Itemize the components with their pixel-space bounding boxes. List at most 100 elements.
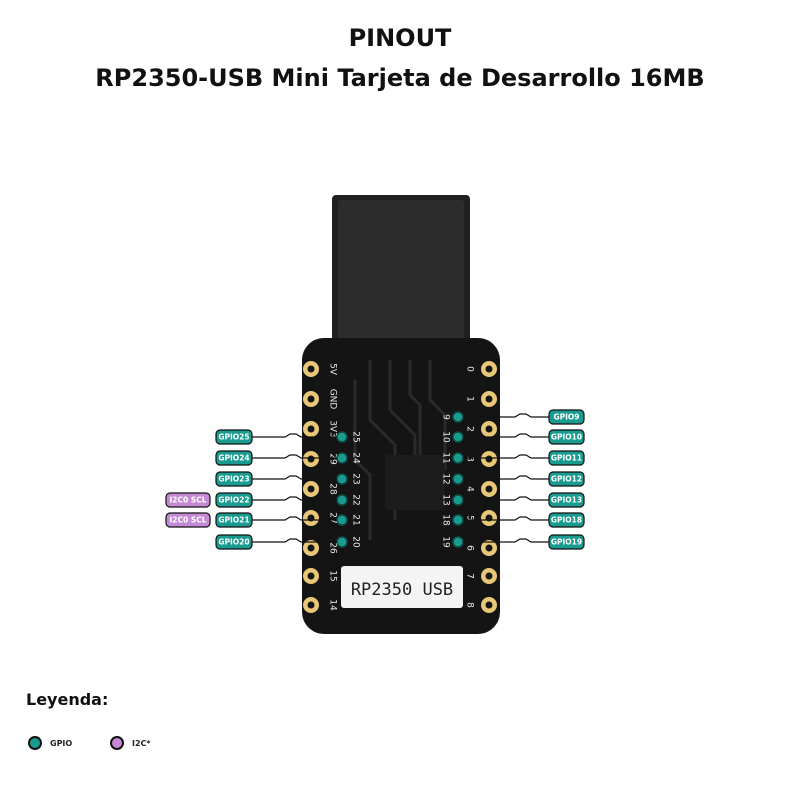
inner-left-pin-label: 23 [351, 473, 361, 484]
left-edge-pin-label: 14 [328, 599, 338, 611]
i2c-label: I2C0 SCL [169, 496, 206, 505]
inner-right-pin-label: 12 [441, 473, 451, 484]
left-edge-pad-hole [307, 485, 315, 493]
inner-left-gpio-pad [336, 514, 348, 526]
legend-label-i2c: I2C* [132, 738, 151, 748]
right-edge-pin-label: 3 [465, 456, 475, 462]
gpio-label: GPIO10 [551, 433, 582, 442]
right-edge-pin-label: 8 [465, 602, 475, 608]
gpio-tag [215, 492, 253, 508]
gpio-label: GPIO23 [218, 475, 249, 484]
inner-right-pin-label: 9 [441, 414, 451, 420]
inner-right-gpio-pad [452, 514, 464, 526]
leader-line [252, 433, 337, 438]
legend-title: Leyenda: [26, 690, 109, 709]
gpio-label: GPIO20 [218, 538, 249, 547]
left-edge-pad-hole [307, 544, 315, 552]
page-title: PINOUT [348, 24, 452, 52]
inner-left-pin-label: 21 [351, 514, 361, 525]
gpio-tag [548, 409, 585, 425]
gpio-tag [548, 471, 585, 487]
leader-line [252, 516, 337, 521]
inner-left-pin-label: 22 [351, 494, 361, 505]
right-edge-pad-hole [485, 485, 493, 493]
inner-left-pin-label: 25 [351, 431, 361, 442]
gpio-legend-dot [28, 736, 42, 750]
inner-right-gpio-pad [452, 494, 464, 506]
gpio-label: GPIO13 [551, 496, 582, 505]
left-edge-pin-label: 5V [328, 363, 338, 376]
left-edge-pin-label: GND [328, 389, 338, 410]
gpio-tag [215, 429, 253, 445]
gpio-tag [548, 450, 585, 466]
right-edge-pin-label: 1 [465, 396, 475, 402]
right-edge-pad-hole [485, 544, 493, 552]
inner-left-gpio-pad [336, 452, 348, 464]
left-edge-pin-label: 28 [328, 483, 338, 495]
chip-label: RP2350 USB [351, 580, 453, 600]
gpio-label: GPIO21 [218, 516, 249, 525]
gpio-tag [215, 471, 253, 487]
leader-line [463, 538, 549, 543]
right-edge-pad-hole [485, 365, 493, 373]
i2c-label: I2C0 SCL [169, 516, 206, 525]
left-edge-pin-label: 15 [328, 570, 338, 581]
left-edge-pin-label: 3V3 [328, 420, 338, 438]
inner-left-gpio-pad [336, 473, 348, 485]
leader-line [252, 496, 337, 501]
right-edge-pin-label: 6 [465, 545, 475, 551]
leader-line [252, 538, 337, 543]
leader-line [463, 516, 549, 521]
gpio-tag [215, 512, 253, 528]
gpio-tag [548, 429, 585, 445]
inner-right-gpio-pad [452, 452, 464, 464]
gpio-label: GPIO22 [218, 496, 249, 505]
leader-line [463, 475, 549, 480]
i2c-legend-dot [110, 736, 124, 750]
right-edge-pin-label: 2 [465, 426, 475, 432]
inner-right-gpio-pad [452, 431, 464, 443]
legend-label-gpio: GPIO [50, 738, 73, 748]
i2c-tag [165, 512, 211, 528]
gpio-tag [548, 492, 585, 508]
i2c-tag [165, 492, 211, 508]
page-subtitle: RP2350-USB Mini Tarjeta de Desarrollo 16… [95, 64, 705, 92]
left-edge-pin-label: 29 [328, 453, 338, 465]
leader-line [463, 454, 549, 459]
inner-right-gpio-pad [452, 473, 464, 485]
gpio-tag [215, 534, 253, 550]
leader-line [463, 433, 549, 438]
chip-label-box [341, 566, 463, 608]
right-edge-pin-label: 7 [465, 573, 475, 579]
right-edge-pin-label: 5 [465, 515, 475, 521]
left-edge-pad-hole [307, 572, 315, 580]
leader-line [463, 413, 549, 418]
inner-left-gpio-pad [336, 494, 348, 506]
gpio-label: GPIO12 [551, 475, 582, 484]
gpio-label: GPIO9 [553, 413, 579, 422]
right-edge-pin-label: 4 [465, 486, 475, 492]
inner-left-pin-label: 24 [351, 452, 361, 464]
left-edge-pin-label: 27 [328, 512, 338, 523]
right-edge-pin-label: 0 [465, 366, 475, 372]
leader-line [463, 496, 549, 501]
right-edge-pad-hole [485, 395, 493, 403]
left-edge-pin-label: 26 [328, 542, 338, 554]
leader-line [252, 454, 337, 459]
right-edge-pad-hole [485, 601, 493, 609]
gpio-label: GPIO11 [551, 454, 582, 463]
left-edge-pad-hole [307, 395, 315, 403]
chip-area [385, 455, 445, 510]
left-edge-pad-hole [307, 601, 315, 609]
gpio-tag [548, 512, 585, 528]
left-edge-pad-hole [307, 425, 315, 433]
right-edge-pad-hole [485, 455, 493, 463]
right-edge-pad-hole [485, 425, 493, 433]
gpio-label: GPIO25 [218, 433, 249, 442]
left-edge-pad-hole [307, 365, 315, 373]
gpio-tag [548, 534, 585, 550]
legend-item-gpio: GPIO [28, 736, 72, 750]
right-edge-pad-hole [485, 572, 493, 580]
leader-line [252, 475, 337, 480]
